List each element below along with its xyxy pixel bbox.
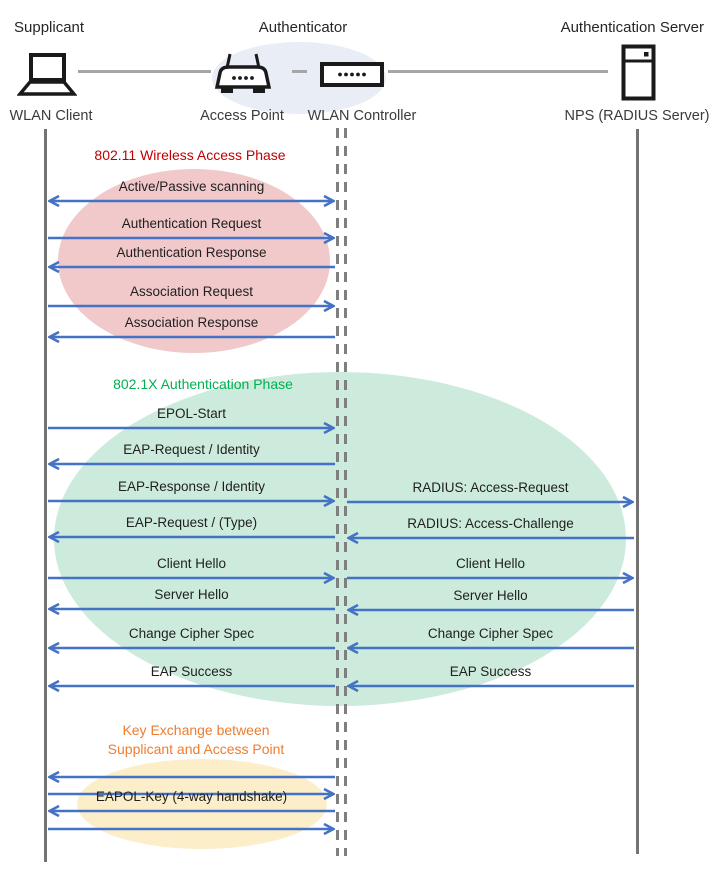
message-label: EAP-Response / Identity — [117, 479, 266, 494]
message-arrow-right — [48, 821, 337, 837]
message-arrow-left — [46, 456, 335, 472]
message-arrow-left — [345, 530, 634, 546]
phase-title-80211: 802.11 Wireless Access Phase — [94, 147, 286, 163]
message-label: Active/Passive scanning — [118, 179, 265, 194]
message-arrow-left — [345, 640, 634, 656]
message-arrow-right — [48, 493, 337, 509]
message-arrow-right — [48, 570, 337, 586]
lifeline-authenticator-dash-right — [344, 128, 347, 856]
lifeline-nps-server — [636, 129, 639, 854]
message-label: EAP-Request / Identity — [123, 442, 260, 457]
device-label-access-point: Access Point — [200, 108, 284, 124]
message-label: Server Hello — [453, 588, 528, 603]
laptop-icon — [16, 52, 78, 103]
message-label: Change Cipher Spec — [128, 626, 255, 641]
message-label: RADIUS: Access-Challenge — [407, 516, 574, 531]
device-label-wlan-client: WLAN Client — [9, 108, 93, 124]
message-arrow-left — [46, 678, 335, 694]
message-arrow-right — [48, 298, 337, 314]
server-icon — [621, 44, 656, 106]
message-arrow-right — [48, 230, 337, 246]
message-arrow-left — [345, 602, 634, 618]
lifeline-wlan-client — [44, 129, 47, 862]
message-arrow-left — [345, 678, 634, 694]
phase-title-key-exchange-line1: Key Exchange between — [122, 722, 270, 738]
message-label: EPOL-Start — [156, 406, 227, 421]
device-label-nps-radius-server: NPS (RADIUS Server) — [564, 108, 710, 124]
role-label-authentication-server: Authentication Server — [560, 19, 704, 36]
message-label: Server Hello — [154, 587, 229, 602]
message-arrow-left — [46, 769, 335, 785]
message-arrow-left — [46, 329, 335, 345]
message-label: Association Response — [124, 315, 259, 330]
access-point-icon — [211, 50, 275, 103]
role-label-supplicant: Supplicant — [14, 19, 85, 36]
role-label-authenticator: Authenticator — [258, 19, 348, 36]
message-arrow-left — [46, 640, 335, 656]
message-arrow-both — [46, 193, 337, 209]
message-label: EAP-Request / (Type) — [125, 515, 258, 530]
message-arrow-right — [48, 420, 337, 436]
message-label: EAP Success — [449, 664, 532, 679]
message-label: Authentication Request — [121, 216, 262, 231]
message-label: Change Cipher Spec — [427, 626, 554, 641]
connector-line — [388, 70, 608, 73]
phase-title-8021x: 802.1X Authentication Phase — [113, 376, 293, 392]
device-label-wlan-controller: WLAN Controller — [307, 108, 417, 124]
message-label: EAPOL-Key (4-way handshake) — [95, 789, 288, 804]
message-label: Client Hello — [156, 556, 227, 571]
message-arrow-right — [347, 570, 636, 586]
message-arrow-left — [46, 529, 335, 545]
message-label: EAP Success — [150, 664, 233, 679]
message-label: Client Hello — [455, 556, 526, 571]
message-label: Authentication Response — [116, 245, 267, 260]
connector-dash — [292, 70, 307, 73]
message-arrow-right — [347, 494, 636, 510]
phase-ellipse-80211 — [58, 169, 330, 353]
phase-title-key-exchange-line2: Supplicant and Access Point — [107, 741, 285, 757]
phase-title-key-exchange: Key Exchange between Supplicant and Acce… — [96, 721, 296, 759]
lifeline-authenticator-dash-left — [336, 128, 339, 856]
message-arrow-left — [46, 803, 335, 819]
phase-ellipse-key-exchange — [77, 759, 327, 849]
message-arrow-left — [46, 601, 335, 617]
message-arrow-right — [48, 786, 337, 802]
message-label: Association Request — [129, 284, 254, 299]
message-label: RADIUS: Access-Request — [412, 480, 569, 495]
wlan-controller-icon — [320, 62, 384, 92]
connector-line — [78, 70, 211, 73]
message-arrow-left — [46, 259, 335, 275]
